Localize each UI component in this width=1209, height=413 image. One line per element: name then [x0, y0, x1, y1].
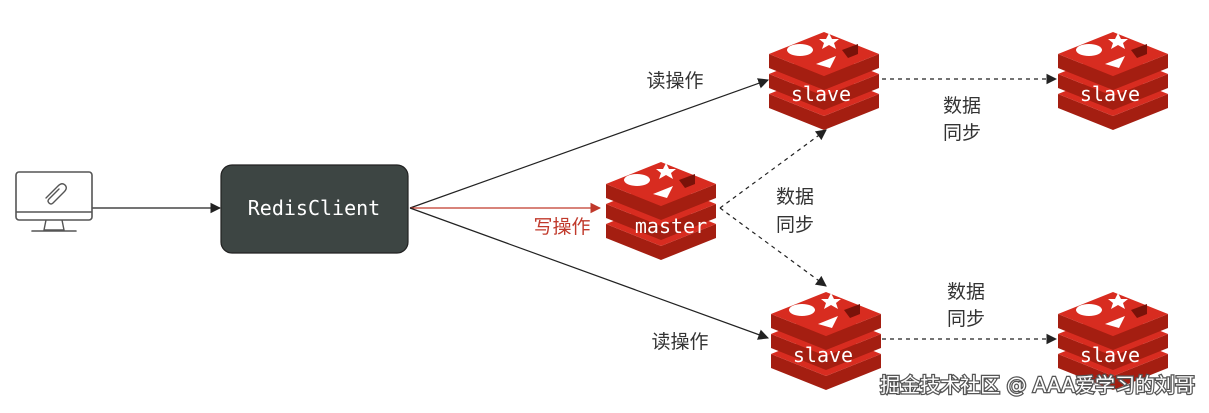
redis-slave-icon — [1058, 32, 1168, 130]
edge-client-to-slave-top — [409, 78, 770, 209]
watermark-text: 掘金技术社区 @ AAA爱学习的刘哥 — [880, 373, 1195, 397]
master-node: master — [606, 162, 716, 260]
sync-label-line2: 同步 — [947, 308, 985, 330]
redis-master-icon — [606, 162, 716, 260]
sync-label-line2: 同步 — [776, 214, 814, 236]
slave-node-top-right: slave — [1058, 32, 1168, 130]
sync-label-line1: 数据 — [943, 95, 981, 117]
slave-label: slave — [1080, 82, 1140, 106]
slave-node-bottom-left: slave — [771, 292, 881, 390]
redis-client-label: RedisClient — [248, 196, 380, 220]
sync-label-line2: 同步 — [943, 122, 981, 144]
monitor-icon — [15, 171, 93, 232]
slave-node-bottom-right: slave — [1058, 292, 1168, 390]
sync-label-line1: 数据 — [776, 186, 814, 208]
sync-label-top-right: 数据 同步 — [943, 95, 981, 144]
sync-label-center: 数据 同步 — [776, 186, 814, 236]
sync-label-line1: 数据 — [947, 281, 985, 303]
slave-node-top-left: slave — [769, 32, 879, 130]
write-op-label: 写操作 — [533, 216, 590, 238]
read-op-label-top: 读操作 — [646, 70, 703, 92]
redis-client-node: RedisClient — [220, 164, 409, 254]
sync-label-bottom-right: 数据 同步 — [947, 281, 985, 330]
edge-client-to-slave-bottom — [409, 207, 770, 340]
master-label: master — [635, 214, 707, 238]
redis-slave-icon — [771, 292, 881, 390]
slave-label: slave — [791, 82, 851, 106]
redis-slave-icon — [769, 32, 879, 130]
edge-master-sync-bottom — [719, 207, 827, 287]
read-op-label-bottom: 读操作 — [651, 331, 708, 353]
slave-label: slave — [793, 343, 853, 367]
edge-master-sync-top — [719, 129, 827, 209]
slave-label: slave — [1080, 343, 1140, 367]
